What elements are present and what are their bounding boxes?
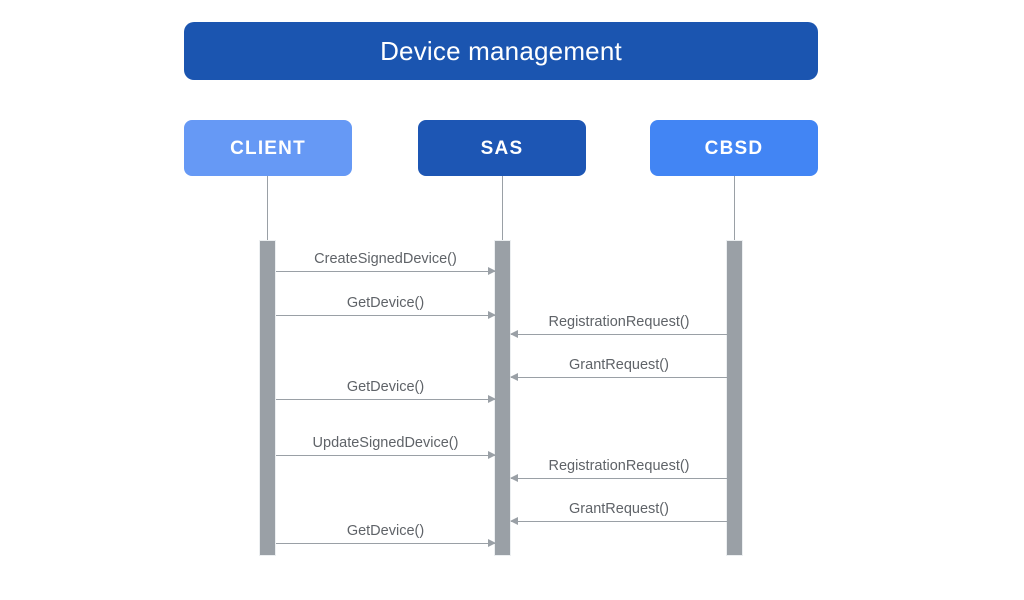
message-line — [511, 334, 727, 335]
activation-bar-client — [259, 240, 276, 556]
participant-sas[interactable]: SAS — [418, 120, 586, 176]
message-label: UpdateSignedDevice() — [312, 434, 459, 451]
arrowhead-right-icon — [488, 539, 496, 547]
arrowhead-right-icon — [488, 451, 496, 459]
activation-bar-cbsd — [726, 240, 743, 556]
message-label: GetDevice() — [346, 294, 425, 311]
message-label: GrantRequest() — [569, 500, 669, 517]
message-label: GrantRequest() — [569, 356, 669, 373]
message-label: GetDevice() — [346, 522, 425, 539]
arrowhead-right-icon — [488, 311, 496, 319]
message-line — [276, 399, 495, 400]
arrowhead-left-icon — [510, 373, 518, 381]
participant-client[interactable]: CLIENT — [184, 120, 352, 176]
diagram-title-bar: Device management — [184, 22, 818, 80]
message-line — [276, 543, 495, 544]
arrowhead-right-icon — [488, 395, 496, 403]
message-line — [276, 455, 495, 456]
message-label: CreateSignedDevice() — [314, 250, 457, 267]
participant-cbsd[interactable]: CBSD — [650, 120, 818, 176]
message-line — [511, 521, 727, 522]
message-line — [276, 271, 495, 272]
arrowhead-left-icon — [510, 330, 518, 338]
lifeline-client — [267, 176, 268, 244]
message-line — [511, 478, 727, 479]
arrowhead-right-icon — [488, 267, 496, 275]
lifeline-cbsd — [734, 176, 735, 244]
activation-bar-sas — [494, 240, 511, 556]
arrowhead-left-icon — [510, 517, 518, 525]
arrowhead-left-icon — [510, 474, 518, 482]
message-label: GetDevice() — [346, 378, 425, 395]
participant-label-sas: SAS — [480, 137, 524, 159]
message-label: RegistrationRequest() — [548, 313, 690, 330]
message-label: RegistrationRequest() — [548, 457, 690, 474]
lifeline-sas — [502, 176, 503, 244]
page-title: Device management — [380, 36, 622, 66]
message-line — [276, 315, 495, 316]
participant-label-client: CLIENT — [230, 137, 306, 159]
message-line — [511, 377, 727, 378]
participant-label-cbsd: CBSD — [704, 137, 764, 159]
